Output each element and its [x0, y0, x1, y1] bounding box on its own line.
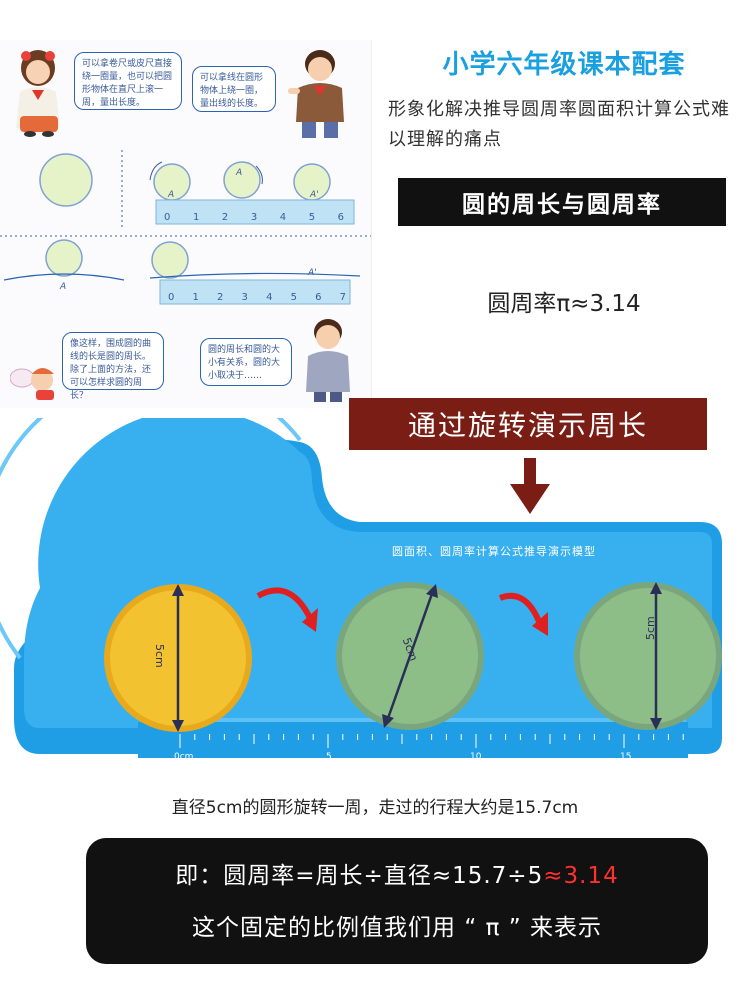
red-arrow-icon [302, 608, 318, 632]
ruler1-number: 1 [192, 212, 200, 223]
pi-value-text: 圆周率π≈3.14 [487, 291, 641, 317]
section-title: 圆的周长与圆周率 [398, 178, 726, 226]
red-arrow-icon [532, 612, 548, 636]
formula-line-2: 这个固定的比例值我们用 “ π ” 来表示 [192, 915, 602, 941]
subtitle: 形象化解决推导圆周率圆面积计算公式难以理解的痛点 [388, 99, 730, 150]
point-a-prime-label: A' [310, 190, 319, 200]
ruler-ticks [179, 734, 684, 748]
ruler1-number: 3 [250, 212, 258, 223]
diameter-label-yellow: 5cm [153, 644, 166, 668]
ruler1-number: 4 [279, 212, 287, 223]
ruler2-number: 1 [192, 292, 199, 303]
ruler1-number: 5 [308, 212, 316, 223]
green-disc-final [574, 582, 722, 730]
ruler1-number: 0 [164, 212, 171, 223]
formula-box: 即：圆周率=周长÷直径≈15.7÷5≈3.14 这个固定的比例值我们用 “ π … [86, 838, 708, 964]
formula-result-highlight: ≈3.14 [543, 863, 619, 889]
girl-illustration [16, 50, 60, 137]
diagram-area [0, 150, 371, 237]
down-arrow-icon [510, 484, 550, 514]
speech-bubble-angel: 像这样，围成圆的曲线的长是圆的周长。除了上面的方法，还可以怎样求圆的周长？ [62, 332, 164, 401]
rotation-banner: 通过旋转演示周长 [349, 398, 707, 450]
ruler-number: 15 [620, 752, 632, 762]
point-a-prime-label: A' [308, 268, 317, 278]
ruler-number: 10 [470, 752, 482, 762]
formula-line-1: 即：圆周率=周长÷直径≈15.7÷5≈3.14 [86, 856, 708, 890]
main-title: 小学六年级课本配套 [442, 50, 686, 80]
ruler2-number: 4 [266, 292, 273, 303]
ruler1-numbers: 0 1 2 3 4 5 6 [164, 212, 344, 223]
ruler-number: 0cm [174, 752, 194, 762]
ruler2-number: 3 [241, 292, 248, 303]
textbook-page: 可以拿卷尺或皮尺直接绕一圈量，也可以把圆形物体在直尺上滚一周，量出长度。 可以拿… [0, 40, 372, 408]
point-a-label: A [236, 168, 243, 178]
speech-bubble-boy: 可以拿线在圆形物体上绕一圈，量出线的长度。 [192, 66, 276, 112]
boy-thinking-illustration [306, 319, 350, 402]
boy-illustration [288, 50, 344, 138]
model-label: 圆面积、圆周率计算公式推导演示模型 [392, 545, 596, 558]
ruler1-number: 2 [221, 212, 229, 223]
demo-model-tray [0, 418, 722, 758]
point-a-label: A [60, 282, 67, 292]
speech-bubble-boy-2: 圆的周长和圆的大小有关系，圆的大小取决于…… [200, 338, 292, 386]
diagram-area-bottom [3, 239, 361, 305]
speech-bubble-girl: 可以拿卷尺或皮尺直接绕一圈量，也可以把圆形物体在直尺上滚一周，量出长度。 [74, 52, 182, 110]
caption-text: 直径5cm的圆形旋转一周，走过的行程大约是15.7cm [171, 798, 579, 818]
ruler2-number: 2 [217, 292, 224, 303]
angel-illustration [10, 368, 54, 400]
diameter-label-green-final: 5cm [644, 616, 657, 640]
ruler2-number: 0 [168, 292, 175, 303]
ruler2-numbers: 0 1 2 3 4 5 6 7 [168, 292, 346, 303]
ruler2-number: 7 [339, 292, 346, 303]
ruler2-number: 5 [290, 292, 297, 303]
formula-text: 即：圆周率=周长÷直径≈15.7÷5 [175, 863, 544, 889]
green-disc-rotated [336, 582, 484, 730]
ruler1-number: 6 [337, 212, 344, 223]
ruler2-number: 6 [315, 292, 322, 303]
ruler-number: 5 [326, 752, 332, 762]
yellow-disc [104, 584, 252, 732]
point-a-label: A [168, 190, 175, 200]
